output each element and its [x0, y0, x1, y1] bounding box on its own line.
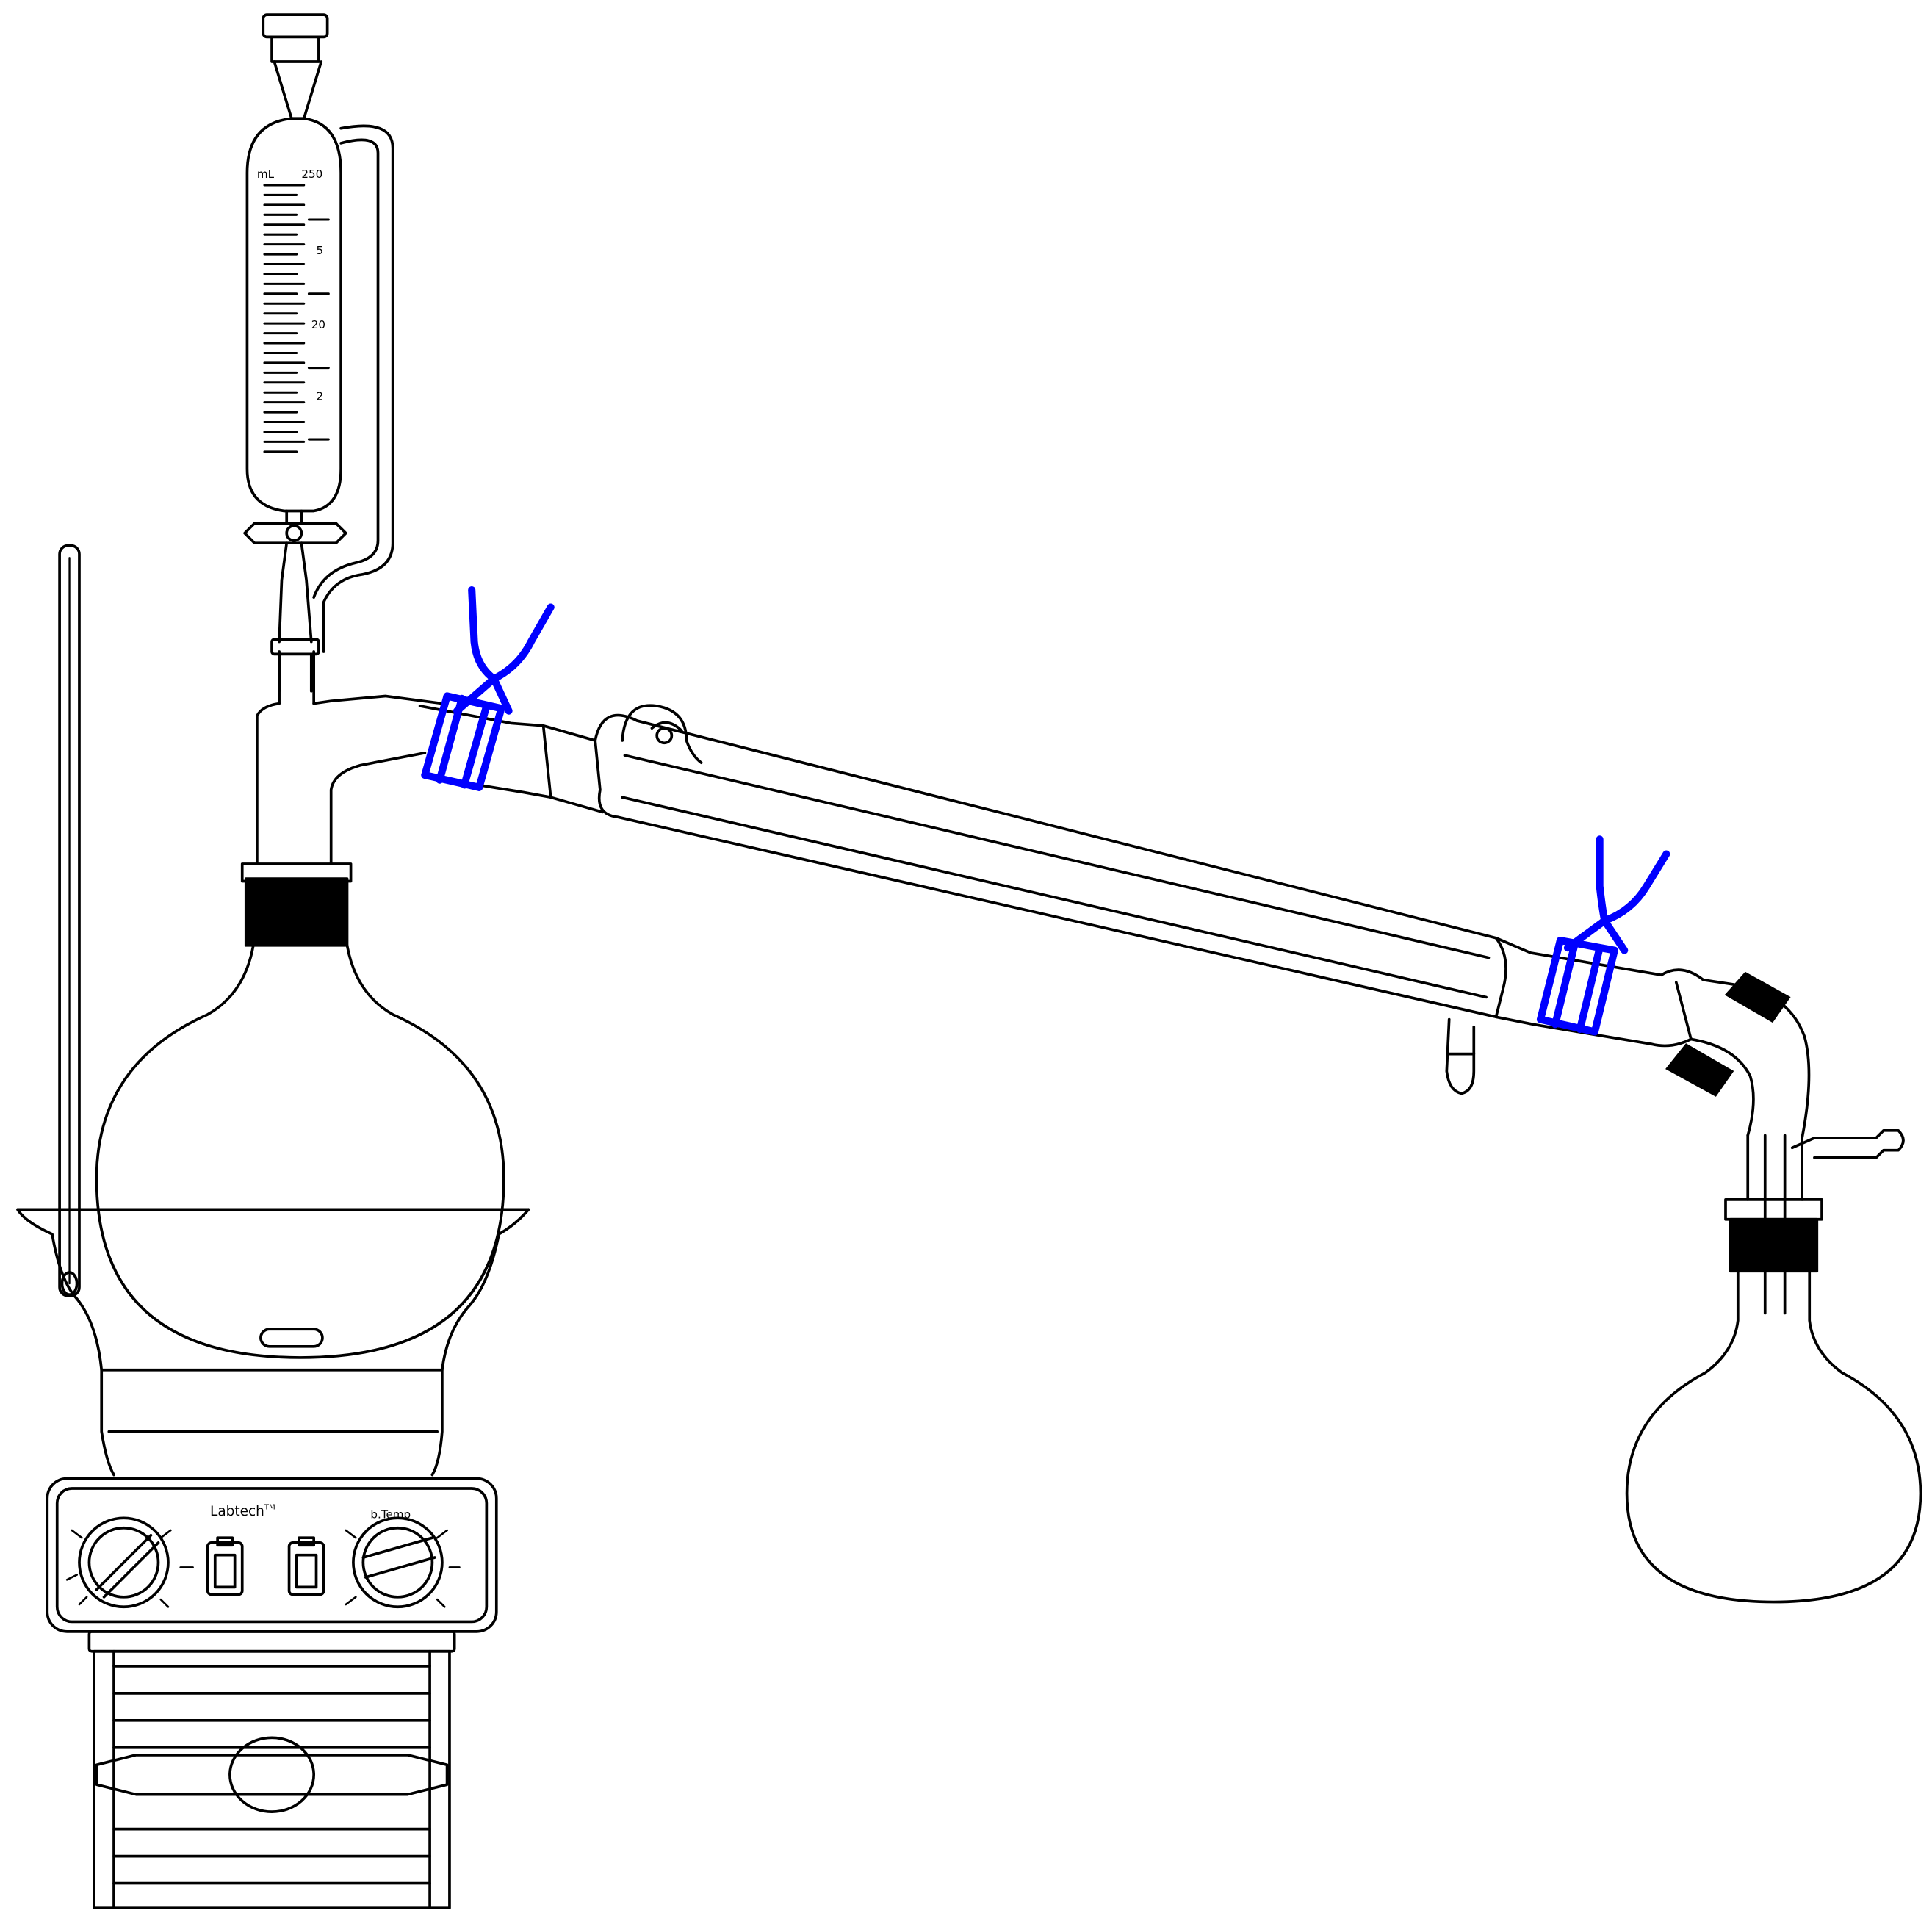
addition-funnel: mL 250 5 20 2 — [243, 13, 394, 693]
head-body — [256, 694, 444, 865]
three-finger-clamp-icon — [468, 586, 555, 682]
condenser — [418, 704, 1663, 1095]
left-rocker-switch[interactable] — [206, 1536, 244, 1596]
jack-slats — [112, 1665, 431, 1885]
jack-screw — [95, 1754, 449, 1796]
distillation-flask — [95, 862, 505, 1359]
clamp-upper[interactable] — [421, 586, 555, 791]
funnel-stem — [278, 541, 313, 644]
condenser-inner-tube — [621, 754, 1491, 999]
control-knob-icon — [78, 1516, 170, 1609]
mantle-bottom-slot — [259, 1328, 324, 1348]
scale-label-3: 2 — [317, 389, 324, 403]
scale-label-2: 20 — [311, 318, 325, 331]
thermometer — [58, 544, 81, 1297]
mantle-bowl — [16, 1208, 530, 1477]
funnel-stopper — [262, 13, 329, 39]
right-rocker-switch[interactable] — [287, 1536, 325, 1596]
control-panel-inner — [55, 1487, 489, 1624]
jack-top — [87, 1630, 456, 1653]
receiver-body — [1625, 1269, 1922, 1604]
funnel-body — [245, 117, 342, 513]
scale-max: 250 — [301, 168, 322, 181]
scale-label-1: 5 — [317, 244, 324, 257]
vacuum-port — [1790, 1128, 1905, 1159]
jack-frame — [93, 1649, 451, 1910]
control-knob-icon — [352, 1516, 444, 1609]
brand-label: LabtechTM — [210, 1504, 275, 1519]
clamp-lower[interactable] — [1536, 835, 1670, 1036]
scale-unit: mL — [257, 168, 275, 181]
water-outlet — [1445, 1017, 1476, 1095]
mantle-bowl-ridge — [100, 1368, 444, 1433]
distillation-head — [256, 650, 444, 865]
funnel-stopcock[interactable] — [243, 509, 347, 545]
knob-ticks — [65, 1529, 461, 1608]
pressure-arm — [312, 124, 394, 653]
flask-neck-sleeve — [244, 877, 349, 947]
jack-knob — [228, 1736, 316, 1813]
condenser-jacket — [594, 713, 1507, 1019]
receiving-flask — [1625, 1198, 1922, 1604]
flask-body — [95, 943, 505, 1359]
water-inlet — [621, 704, 703, 765]
heating-mantle: LabtechTM b.Temp — [16, 1208, 530, 1910]
rocker-switch-icon — [287, 1541, 325, 1596]
funnel-graduations — [263, 184, 330, 453]
receiver-neck-sleeve — [1729, 1217, 1819, 1273]
rocker-switch-icon — [206, 1541, 244, 1596]
three-finger-clamp-icon — [1596, 835, 1670, 925]
control-panel — [46, 1477, 498, 1633]
left-knob[interactable] — [78, 1516, 170, 1609]
keck-clips — [1665, 971, 1791, 1097]
right-knob[interactable] — [352, 1516, 444, 1609]
